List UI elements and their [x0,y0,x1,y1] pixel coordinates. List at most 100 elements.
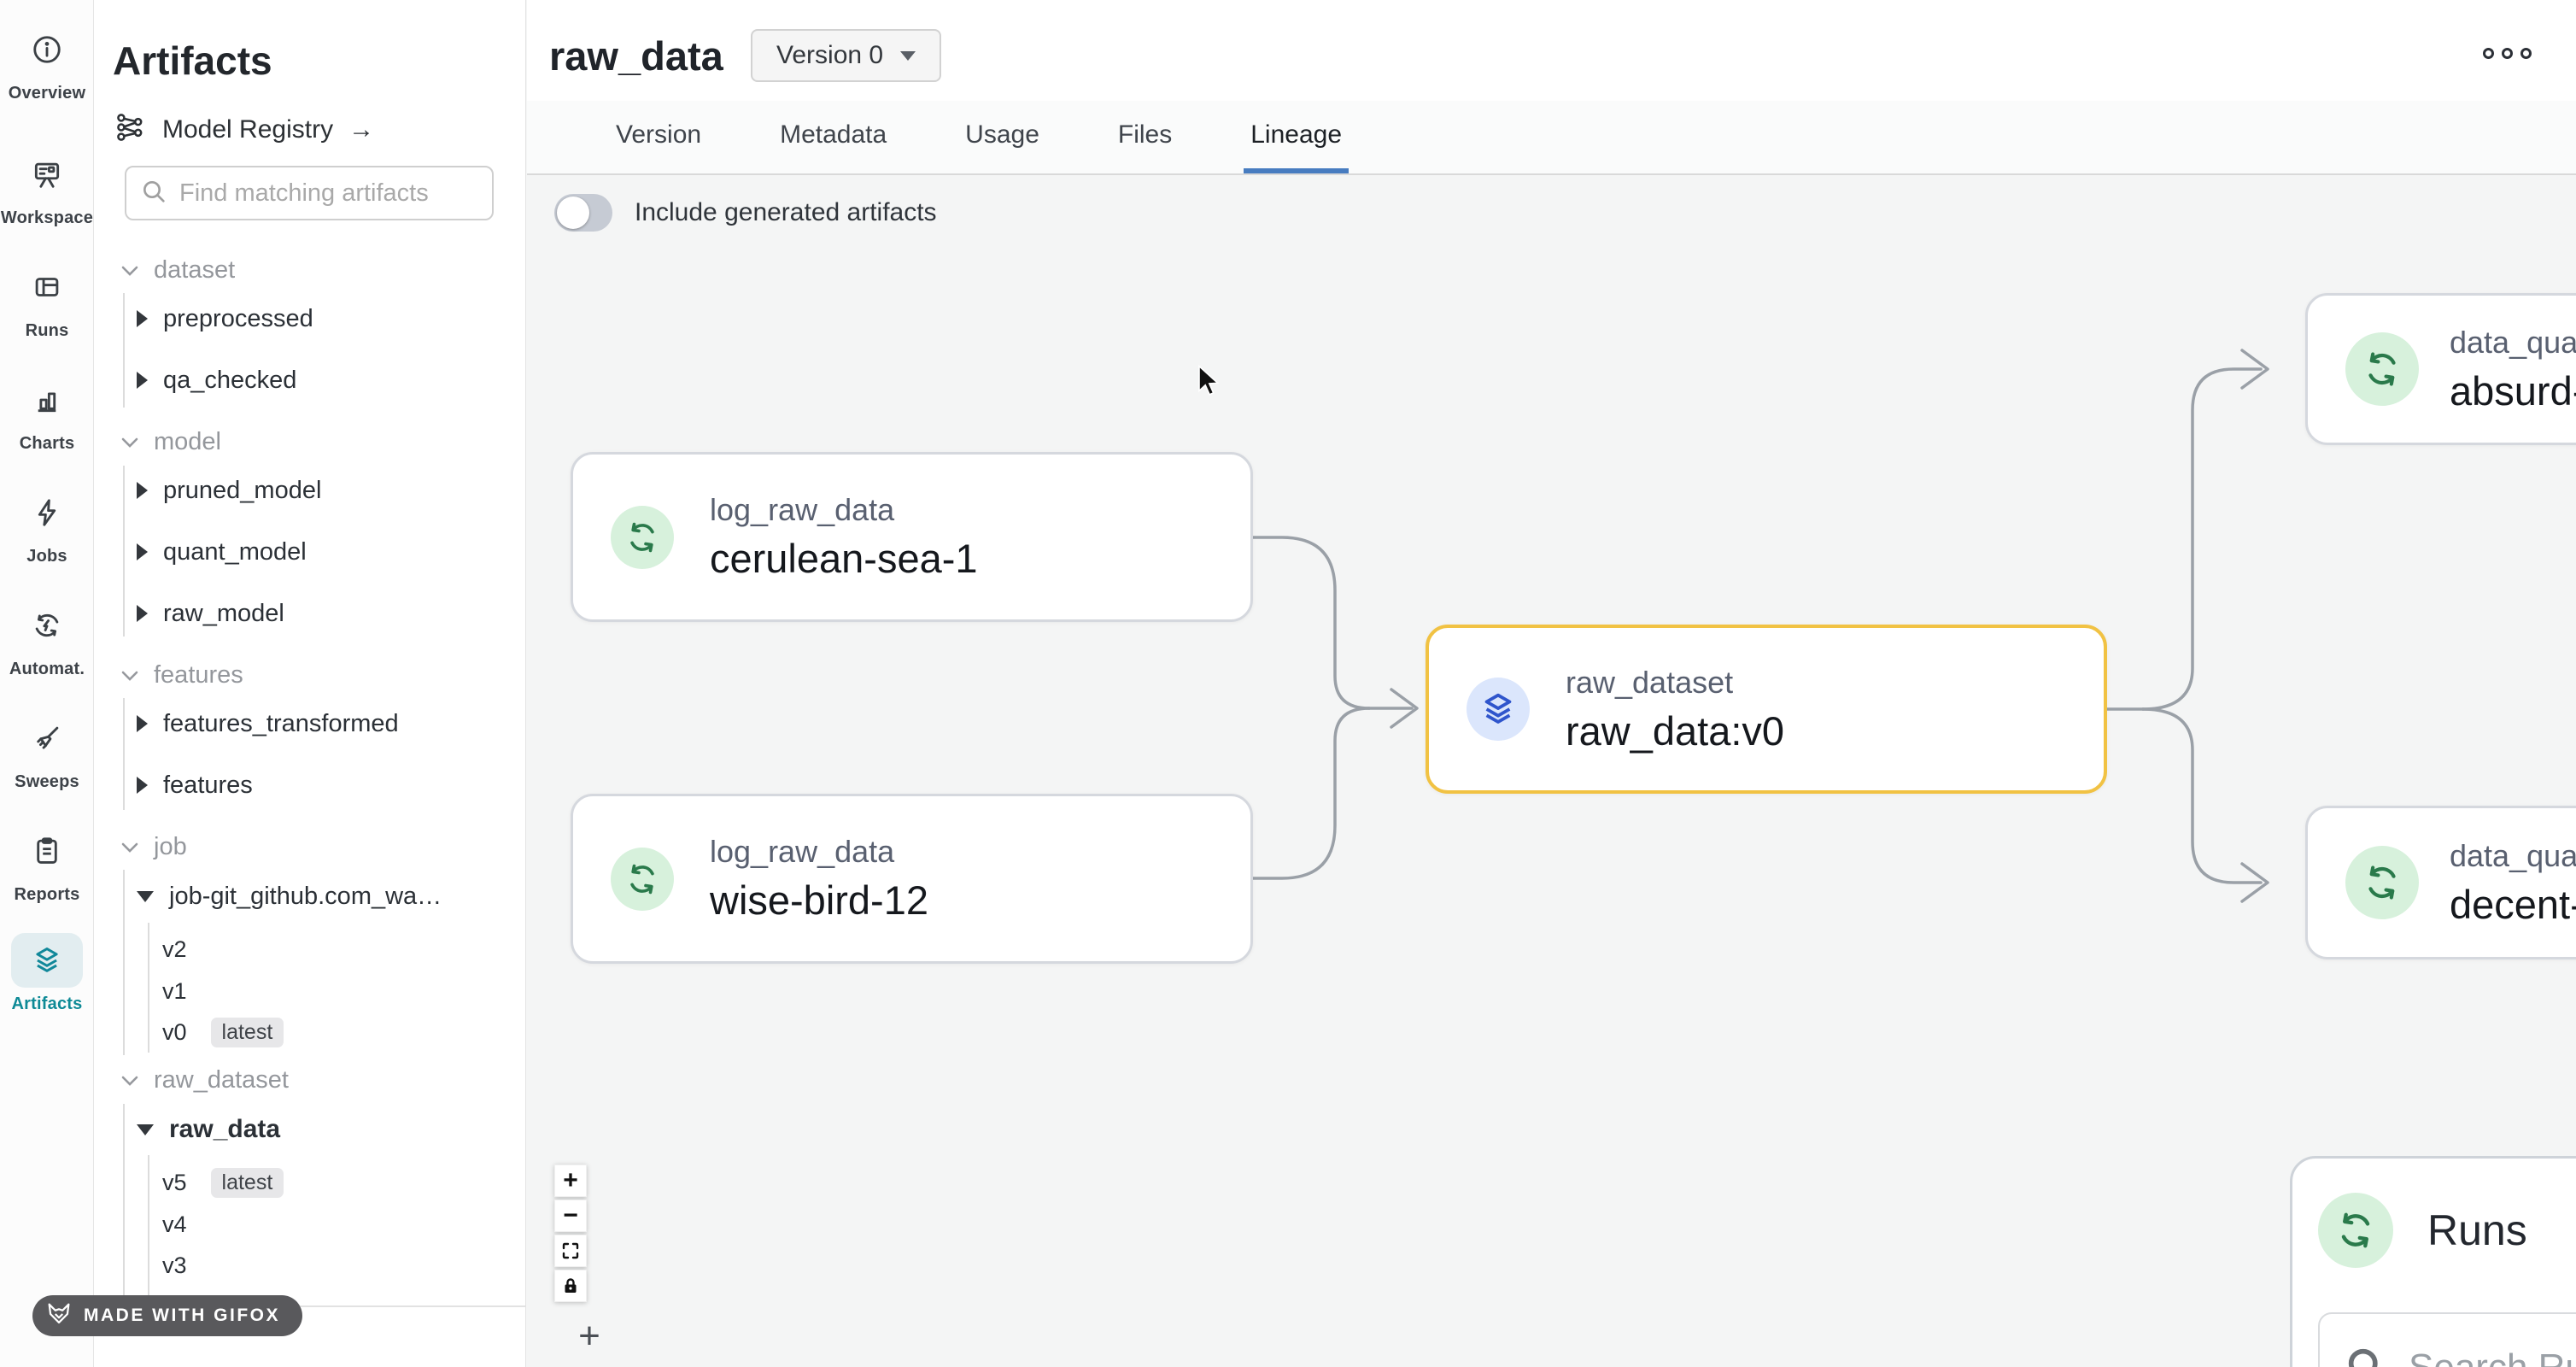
nav-label: Charts [19,434,75,453]
main-header: raw_data Version 0 [527,0,2576,101]
tree-guide [123,293,125,408]
tree-item-features-transformed[interactable]: features_transformed [137,707,399,741]
tree-label: v2 [162,936,187,962]
lineage-node-run-wise-bird-12[interactable]: log_raw_data wise-bird-12 [571,794,1253,964]
run-sync-icon [2318,1193,2393,1268]
node-run-id: decent- [2450,881,2576,927]
nav-rail: Overview Workspace Runs Charts Jobs [0,0,94,1367]
zoom-in-button[interactable]: + [554,1165,587,1197]
nav-item-artifacts[interactable]: Artifacts [0,933,94,1014]
search-icon [140,178,167,209]
version-dropdown[interactable]: Version 0 [751,29,942,82]
tree-guide [148,1155,149,1305]
tree-item-raw-data[interactable]: raw_data [137,1112,280,1147]
nav-item-jobs[interactable]: Jobs [0,485,94,566]
nav-label: Jobs [26,547,67,566]
overflow-menu-icon[interactable] [2483,48,2532,59]
nav-label: Artifacts [11,994,83,1013]
include-generated-toggle[interactable] [554,194,612,232]
tree-label: preprocessed [163,304,313,332]
tree-group-dataset[interactable]: dataset [120,253,235,287]
run-sync-icon [611,847,674,911]
lineage-node-run-decent[interactable]: data_qua decent- [2305,806,2576,959]
tree-group-job[interactable]: job [120,830,187,864]
chevron-right-icon [137,715,148,732]
tree-label: features_transformed [163,709,399,737]
fit-view-button[interactable] [554,1235,587,1267]
tab-version[interactable]: Version [616,120,702,149]
latest-badge: latest [210,1017,284,1047]
tree-version-v1[interactable]: v1 [162,974,187,1008]
tab-lineage[interactable]: Lineage [1244,101,1349,173]
tree-label: features [154,660,243,689]
tree-item-raw-model[interactable]: raw_model [137,596,284,631]
tree-version-v2[interactable]: v2 [162,932,187,966]
toggle-row: Include generated artifacts [554,194,937,232]
chevron-right-icon [137,310,148,327]
tree-group-raw-dataset[interactable]: raw_dataset [120,1063,289,1097]
tree-item-job-git[interactable]: job-git_github.com_wa… [137,879,442,913]
tree-group-features[interactable]: features [120,658,243,692]
tree-version-v4[interactable]: v4 [162,1207,187,1241]
lock-button[interactable] [554,1270,587,1302]
tab-usage[interactable]: Usage [965,120,1039,149]
node-artifact-name: raw_data:v0 [1566,707,1785,754]
tree-version-v0[interactable]: v0 latest [162,1015,284,1049]
lineage-node-run-absurd[interactable]: data_qua absurd- [2305,293,2576,445]
chevron-down-icon [120,428,140,456]
fox-icon [44,1300,73,1333]
tree-item-preprocessed[interactable]: preprocessed [137,302,313,336]
tree-label: features [163,771,253,799]
tree-label: v4 [162,1211,187,1237]
nav-item-workspace[interactable]: Workspace [0,147,94,228]
lineage-node-run-cerulean-sea-1[interactable]: log_raw_data cerulean-sea-1 [571,452,1253,622]
tab-metadata[interactable]: Metadata [780,120,887,149]
arrow-right-icon: → [348,114,375,144]
registry-network-icon [114,111,147,148]
nav-item-runs[interactable]: Runs [0,260,94,341]
tree-version-v3[interactable]: v3 [162,1248,187,1282]
runs-panel[interactable]: Runs [2290,1156,2576,1367]
latest-badge: latest [210,1167,284,1198]
nav-item-charts[interactable]: Charts [0,373,94,454]
runs-search-input[interactable] [2409,1346,2576,1367]
chevron-expanded-icon [137,1124,154,1135]
artifact-layers-icon [1467,678,1530,741]
tree-group-model[interactable]: model [120,425,221,459]
zoom-controls: + − [554,1165,587,1302]
model-registry-link[interactable]: Model Registry → [114,111,374,148]
chevron-down-icon [120,833,140,861]
nav-label: Reports [14,885,80,904]
tree-label: model [154,427,221,455]
chevron-down-icon [120,256,140,285]
nav-item-sweeps[interactable]: Sweeps [0,711,94,792]
broom-icon [11,711,83,766]
tab-files[interactable]: Files [1117,120,1173,149]
tree-item-features[interactable]: features [137,768,253,802]
tree-item-quant-model[interactable]: quant_model [137,535,307,569]
node-artifact-type: raw_dataset [1566,664,1734,700]
tree-label: v5 [162,1169,187,1195]
zoom-out-button[interactable]: − [554,1200,587,1232]
tree-item-qa-checked[interactable]: qa_checked [137,363,296,397]
artifact-search-input[interactable] [179,179,478,208]
node-run-name: log_raw_data [710,492,895,527]
node-run-id: wise-bird-12 [710,877,928,923]
artifacts-browser-panel: Artifacts Model Registry → dataset [94,0,526,1367]
tree-guide [123,466,125,637]
table-icon [11,260,83,314]
nav-item-automations[interactable]: Automat. [0,598,94,679]
lineage-node-artifact-raw-data-v0[interactable]: raw_dataset raw_data:v0 [1426,625,2107,794]
nav-label: Overview [8,84,86,103]
node-run-id: absurd- [2450,367,2576,414]
add-button[interactable]: + [578,1315,600,1357]
gifox-label: MADE WITH GIFOX [84,1305,280,1325]
chevron-right-icon [137,482,148,499]
tree-version-v5[interactable]: v5 latest [162,1165,284,1200]
tree-item-pruned-model[interactable]: pruned_model [137,473,321,507]
toggle-label: Include generated artifacts [635,198,937,226]
nav-item-overview[interactable]: Overview [0,22,94,103]
lightning-icon [11,485,83,540]
nav-item-reports[interactable]: Reports [0,824,94,905]
lineage-canvas[interactable]: Include generated artifacts log_raw_data… [527,175,2576,1367]
